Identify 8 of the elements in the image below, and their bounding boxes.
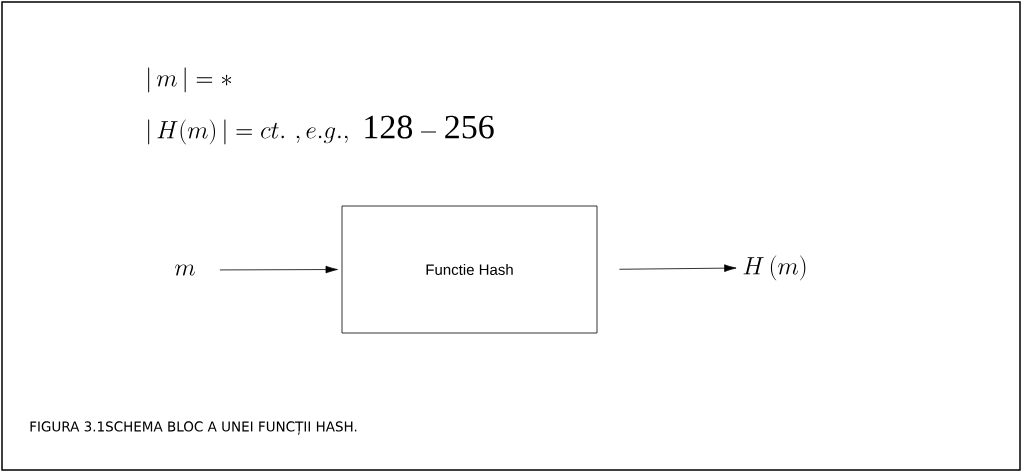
formula: $|\,H(m)\,|=ct.\ ,e.g.,\ \mathrm{128-256}$ <box>148 115 494 145</box>
arrow <box>219 265 338 274</box>
formula: $|\,m\,|=*$ <box>148 67 232 93</box>
math-symbol: $m$ <box>175 264 195 276</box>
caption: FIGURA 3.1SCHEMA BLOC A UNEI FUNCȚII HASH. <box>30 421 357 435</box>
arrow <box>619 264 737 272</box>
process-box: Functie Hash <box>341 205 598 334</box>
math-symbol: $H\left(m\right)$ <box>743 255 806 281</box>
